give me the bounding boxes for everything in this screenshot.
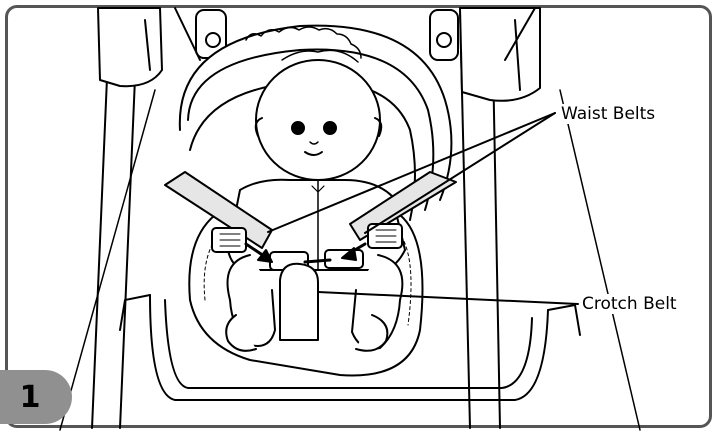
motor-housing-right [430, 8, 540, 101]
step-number: 1 [20, 380, 41, 415]
waist-belts-label: Waist Belts [559, 104, 657, 124]
crotch-belt-label: Crotch Belt [580, 294, 679, 314]
step-number-badge: 1 [0, 370, 72, 424]
